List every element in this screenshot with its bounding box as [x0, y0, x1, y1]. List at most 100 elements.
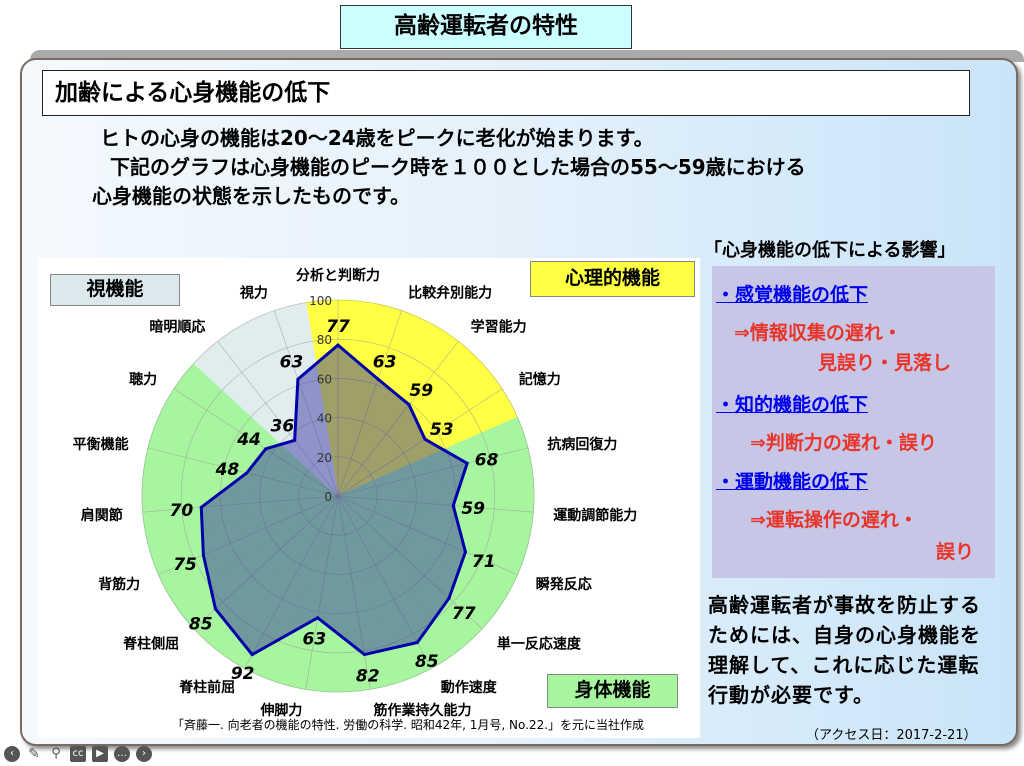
intro-line-2: 下記のグラフは心身機能のピーク時を１００とした場合の55～59歳における [110, 155, 806, 179]
slide-title: 高齢運転者の特性 [340, 5, 632, 49]
grid-spoke [217, 341, 339, 497]
grid-spoke [173, 388, 339, 497]
grid-spoke [337, 495, 432, 669]
section-title: 加齢による心身機能の低下 [42, 70, 970, 116]
tag-psych: 心理的機能 [530, 261, 695, 297]
category-label: 学習能力 [471, 319, 527, 336]
category-label: 単一反応速度 [497, 635, 582, 652]
grid-spoke [337, 310, 402, 497]
value-label: 63 [280, 352, 304, 372]
previous-icon[interactable]: ‹ [4, 746, 20, 762]
r-tick-label: 0 [324, 490, 332, 504]
effects-heading: 「心身機能の低下による影響」 [704, 240, 956, 261]
value-label: 63 [303, 630, 327, 650]
data-point [316, 616, 320, 620]
bullet: ・ [716, 394, 736, 416]
grid-spoke [337, 495, 483, 629]
category-label: 聴力 [129, 371, 157, 388]
value-label: 68 [475, 450, 499, 470]
tag-visual: 視機能 [50, 274, 180, 306]
data-point [296, 377, 300, 381]
intro-line-3: 心身機能の状態を示したものです。 [92, 184, 410, 208]
category-label: 記憶力 [519, 371, 561, 388]
intro-line-1: ヒトの心身の機能は20～24歳をピークに老化が始まります。 [100, 126, 654, 150]
r-tick-label: 100 [309, 294, 332, 308]
effect-intellect-link[interactable]: ・知的機能の低下 [716, 390, 868, 417]
grid-spoke [147, 447, 339, 497]
more-icon[interactable]: … [114, 746, 130, 762]
data-point [264, 447, 268, 451]
effects-box [712, 266, 995, 578]
data-point [336, 343, 340, 347]
conclusion: 高齢運転者が事故を防止するためには、自身の心身機能を理解して、これに応じた運転行… [708, 593, 981, 707]
grid-spoke [193, 495, 339, 629]
category-label: 背筋力 [98, 576, 140, 593]
data-point [465, 461, 469, 465]
effect-line: 誤り [936, 541, 975, 563]
grid-spoke [337, 388, 503, 497]
access-date: （アクセス日：2017-2-21） [806, 728, 977, 743]
value-label: 70 [170, 501, 194, 521]
category-label: 抗病回復力 [547, 436, 617, 453]
effect-motor-link[interactable]: ・運動機能の低下 [716, 467, 868, 494]
value-label: 53 [430, 420, 454, 440]
radar-chart: 0204060801007763595368597177858263928575… [73, 267, 638, 719]
category-label: 伸脚力 [259, 702, 302, 719]
value-label: 59 [409, 381, 433, 401]
r-tick-label: 80 [317, 333, 332, 347]
grid-spoke [337, 447, 529, 497]
r-tick-label: 20 [317, 451, 332, 465]
value-label: 59 [461, 499, 485, 519]
data-point [213, 607, 217, 611]
category-label: 運動調節能力 [553, 507, 637, 524]
data-point [451, 504, 455, 508]
effect-line: ⇒判断力の遅れ・誤り [750, 432, 937, 454]
pen-icon[interactable]: ✎ [28, 746, 40, 762]
data-polygon [199, 343, 470, 657]
r-tick-label: 60 [317, 372, 332, 386]
effect-line: ⇒運転操作の遅れ・ [750, 509, 918, 531]
data-point [362, 653, 366, 657]
bullet: ・ [716, 471, 736, 493]
value-label: 85 [415, 652, 439, 672]
data-point [293, 438, 297, 442]
slide-toolbar: ‹ ✎ ⚲ cc ▶ … › [4, 746, 152, 762]
category-label: 比較弁別能力 [408, 285, 492, 302]
data-point [447, 596, 451, 600]
category-label: 筋作業持久能力 [374, 702, 472, 719]
category-label: 暗明順応 [149, 319, 205, 336]
category-label: 平衡機能 [73, 436, 129, 453]
category-label: 動作速度 [441, 679, 498, 696]
data-point [415, 641, 419, 645]
video-icon[interactable]: ▶ [92, 746, 108, 762]
value-label: 71 [472, 552, 496, 572]
value-label: 48 [215, 460, 240, 480]
grid-spoke [337, 495, 518, 576]
value-label: 36 [271, 417, 295, 437]
zoom-icon[interactable]: ⚲ [51, 746, 61, 761]
category-label: 脊柱側屈 [122, 635, 179, 652]
grid-spoke [305, 495, 339, 690]
next-icon[interactable]: › [136, 746, 152, 762]
effect-head: 知的機能の低下 [735, 394, 869, 416]
data-point [463, 550, 467, 554]
data-point [250, 653, 254, 657]
value-label: 82 [356, 666, 380, 686]
data-point [199, 505, 203, 509]
data-point [245, 471, 249, 475]
effect-head: 感覚機能の低下 [735, 284, 869, 306]
effect-sensory-link[interactable]: ・感覚機能の低下 [716, 280, 868, 307]
r-tick-label: 40 [317, 412, 332, 426]
captions-icon[interactable]: cc [70, 746, 86, 762]
category-label: 視力 [239, 285, 268, 302]
category-label: 肩関節 [81, 507, 123, 524]
effect-line: ⇒情報収集の遅れ・ [734, 322, 902, 344]
value-label: 75 [173, 555, 197, 575]
effect-line: 見誤り・見落し [818, 352, 952, 374]
data-point [376, 377, 380, 381]
data-point [201, 553, 205, 557]
effect-head: 運動機能の低下 [735, 471, 869, 493]
value-label: 92 [231, 664, 255, 684]
tag-physical: 身体機能 [547, 674, 678, 708]
data-point [407, 403, 411, 407]
